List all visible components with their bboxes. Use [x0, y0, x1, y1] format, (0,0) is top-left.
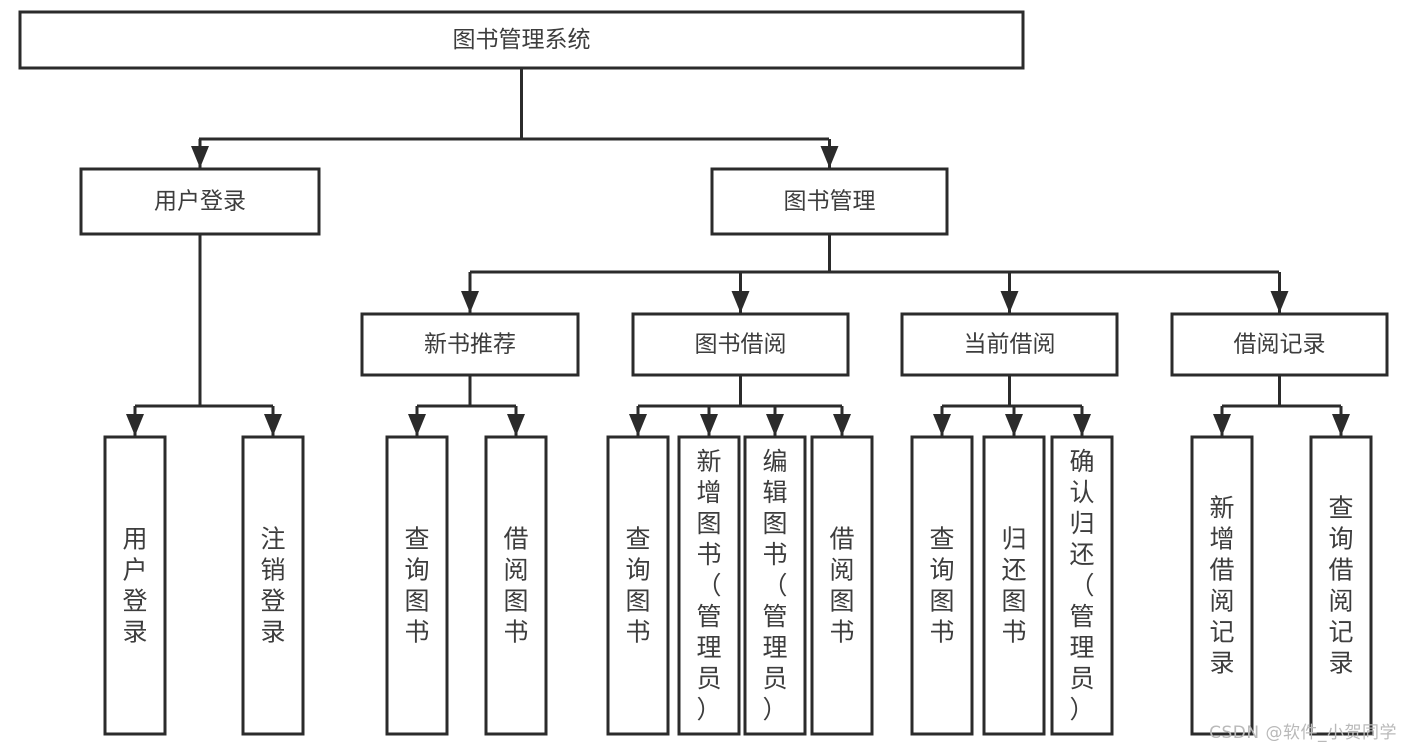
node-borrow-record[interactable]: 借阅记录	[1170, 312, 1389, 377]
node-box	[982, 435, 1046, 736]
node-label: 用户登录	[154, 189, 246, 215]
node-box	[631, 312, 850, 377]
node-box	[1050, 435, 1114, 736]
node-label: 新增图书（管理员）	[696, 447, 721, 724]
node-box	[1309, 435, 1373, 736]
node-leaf-user-login[interactable]: 用户登录	[103, 435, 167, 736]
node-leaf-query-book-3[interactable]: 查询图书	[910, 435, 974, 736]
arrow-head-icon	[731, 291, 750, 313]
node-leaf-query-book-2[interactable]: 查询图书	[606, 435, 670, 736]
node-box	[385, 435, 449, 736]
arrow-head-icon	[1270, 291, 1289, 313]
node-leaf-query-book-1[interactable]: 查询图书	[385, 435, 449, 736]
node-leaf-add-record[interactable]: 新增借阅记录	[1190, 435, 1254, 736]
node-root-system[interactable]: 图书管理系统	[18, 10, 1025, 70]
node-leaf-return-book[interactable]: 归还图书	[982, 435, 1046, 736]
node-layer: 图书管理系统用户登录图书管理新书推荐图书借阅当前借阅借阅记录用户登录注销登录查询…	[18, 10, 1389, 736]
edge-layer	[126, 68, 1350, 436]
node-leaf-confirm-return[interactable]: 确认归还（管理员）	[1050, 435, 1114, 736]
node-label: 图书管理系统	[453, 27, 591, 53]
node-leaf-add-book[interactable]: 新增图书（管理员）	[677, 435, 741, 736]
node-box	[900, 312, 1119, 377]
node-box	[1190, 435, 1254, 736]
node-label: 注销登录	[260, 525, 285, 647]
node-current-borrow[interactable]: 当前借阅	[900, 312, 1119, 377]
node-box	[710, 167, 949, 236]
node-label: 图书管理	[784, 189, 876, 215]
node-leaf-borrow-book-2[interactable]: 借阅图书	[810, 435, 874, 736]
node-label: 查询图书	[404, 525, 429, 647]
node-label: 图书借阅	[695, 332, 787, 358]
arrow-head-icon	[933, 414, 951, 436]
node-label: 查询借阅记录	[1328, 494, 1353, 678]
arrow-head-icon	[264, 414, 282, 436]
node-box	[360, 312, 580, 377]
arrow-head-icon	[766, 414, 784, 436]
node-box	[79, 167, 321, 236]
arrow-head-icon	[833, 414, 851, 436]
node-leaf-query-record[interactable]: 查询借阅记录	[1309, 435, 1373, 736]
node-box	[241, 435, 305, 736]
node-leaf-borrow-book-1[interactable]: 借阅图书	[484, 435, 548, 736]
arrow-head-icon	[126, 414, 144, 436]
node-label: 借阅记录	[1234, 332, 1326, 358]
node-box	[18, 10, 1025, 70]
node-user-login[interactable]: 用户登录	[79, 167, 321, 236]
node-box	[103, 435, 167, 736]
arrow-head-icon	[1332, 414, 1350, 436]
arrow-head-icon	[629, 414, 647, 436]
arrow-head-icon	[700, 414, 718, 436]
node-label: 用户登录	[122, 525, 147, 647]
node-box	[677, 435, 741, 736]
arrow-head-icon	[461, 291, 479, 313]
node-box	[606, 435, 670, 736]
node-label: 当前借阅	[964, 332, 1056, 358]
arrow-head-icon	[1000, 291, 1019, 313]
node-label: 新书推荐	[424, 332, 516, 358]
node-book-manage[interactable]: 图书管理	[710, 167, 949, 236]
node-leaf-edit-book[interactable]: 编辑图书（管理员）	[743, 435, 807, 736]
node-label: 确认归还（管理员）	[1069, 447, 1094, 724]
node-label: 编辑图书（管理员）	[762, 447, 787, 724]
node-box	[484, 435, 548, 736]
node-label: 借阅图书	[503, 525, 528, 647]
node-label: 查询图书	[929, 525, 954, 647]
node-box	[743, 435, 807, 736]
node-box	[910, 435, 974, 736]
arrow-head-icon	[408, 414, 426, 436]
node-label: 查询图书	[625, 525, 650, 647]
node-book-borrow[interactable]: 图书借阅	[631, 312, 850, 377]
arrow-head-icon	[191, 146, 209, 168]
node-new-book-rec[interactable]: 新书推荐	[360, 312, 580, 377]
arrow-head-icon	[1073, 414, 1091, 436]
node-label: 归还图书	[1001, 525, 1026, 647]
node-label: 借阅图书	[829, 525, 854, 647]
arrow-head-icon	[507, 414, 525, 436]
node-box	[810, 435, 874, 736]
node-box	[1170, 312, 1389, 377]
arrow-head-icon	[1213, 414, 1231, 436]
arrow-head-icon	[820, 146, 839, 168]
arrow-head-icon	[1005, 414, 1023, 436]
node-leaf-logout[interactable]: 注销登录	[241, 435, 305, 736]
node-label: 新增借阅记录	[1209, 494, 1234, 678]
